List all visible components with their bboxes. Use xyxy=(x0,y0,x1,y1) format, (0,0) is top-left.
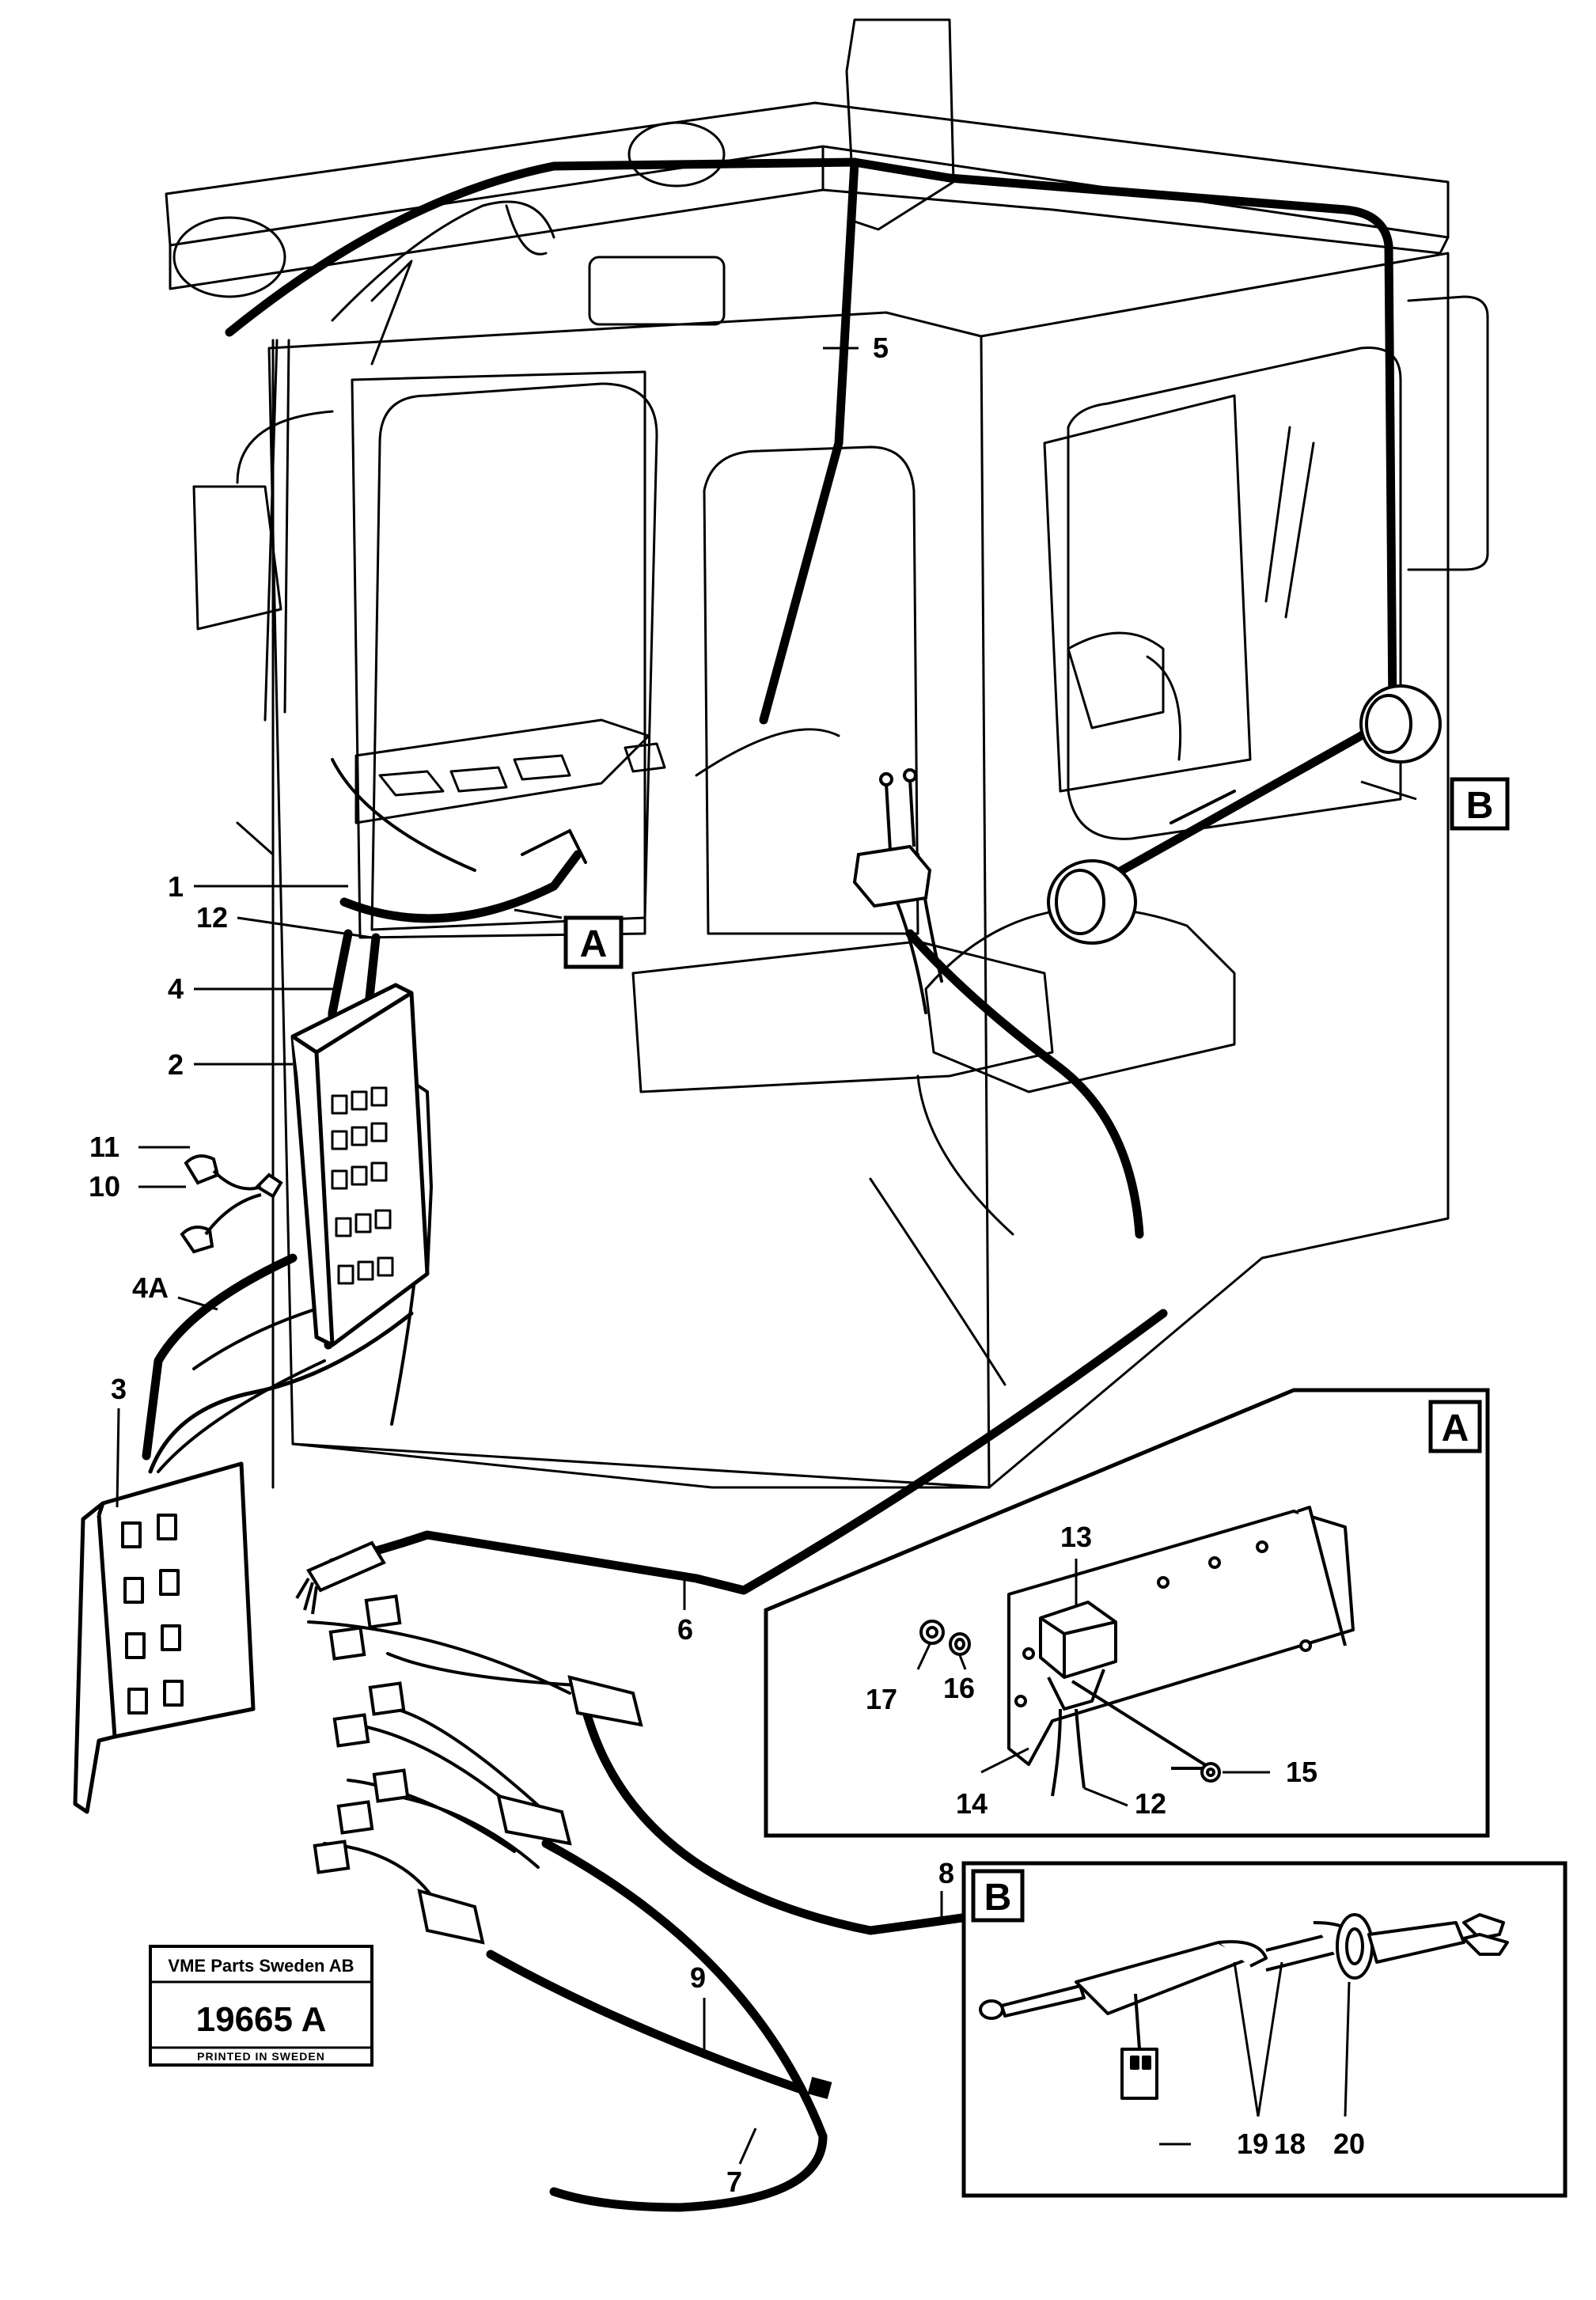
callout-19: 19 xyxy=(1237,2128,1268,2160)
harness-connectors xyxy=(295,1540,832,2099)
stamp-number: 19665 A xyxy=(196,2000,327,2039)
detail-marker-b-label: B xyxy=(1466,785,1494,827)
rear-lamps xyxy=(1047,684,1442,945)
callout-12: 12 xyxy=(196,901,228,934)
callout-8: 8 xyxy=(938,1857,954,1889)
callout-4a: 4A xyxy=(132,1271,169,1304)
callout-5: 5 xyxy=(873,332,889,364)
callout-7: 7 xyxy=(726,2165,742,2198)
detail-marker-a-label: A xyxy=(580,923,608,965)
fuse-box xyxy=(290,983,430,1347)
detail-b-title: B xyxy=(984,1877,1012,1919)
detail-marker-a-main: A xyxy=(563,915,624,969)
callout-12-detail: 12 xyxy=(1135,1787,1166,1820)
detail-a-title: A xyxy=(1442,1408,1469,1449)
leader-lines xyxy=(116,347,1417,2165)
callout-6: 6 xyxy=(677,1613,693,1646)
callout-11: 11 xyxy=(89,1131,119,1163)
callout-9: 9 xyxy=(690,1961,706,1994)
switch-connectors xyxy=(180,1154,283,1254)
callout-2: 2 xyxy=(168,1048,184,1081)
callout-1: 1 xyxy=(168,870,184,903)
callout-13: 13 xyxy=(1060,1521,1092,1553)
stamp-footer: PRINTED IN SWEDEN xyxy=(197,2050,325,2063)
callout-4: 4 xyxy=(168,972,184,1005)
callout-10: 10 xyxy=(89,1170,120,1203)
callout-3: 3 xyxy=(111,1373,127,1405)
callout-16: 16 xyxy=(943,1672,975,1704)
callout-numbers: 1 12 4 2 11 10 4A 3 5 6 8 9 7 xyxy=(89,332,954,2198)
detail-marker-b-main: B xyxy=(1450,777,1510,831)
cab-outline xyxy=(165,18,1489,1489)
mounting-bracket xyxy=(73,1461,256,1814)
relay-component xyxy=(852,768,932,908)
detail-b-panel: B 18 20 19 xyxy=(961,1861,1568,2198)
callout-14: 14 xyxy=(956,1787,988,1820)
detail-a-panel: A 13 17 16 14 12 15 xyxy=(764,1388,1490,1838)
parts-stamp: VME Parts Sweden AB 19665 A PRINTED IN S… xyxy=(149,1945,373,2067)
stamp-org: VME Parts Sweden AB xyxy=(168,1956,354,1976)
callout-15: 15 xyxy=(1286,1756,1317,1788)
callout-20: 20 xyxy=(1333,2128,1365,2160)
callout-17: 17 xyxy=(866,1683,897,1715)
callout-18: 18 xyxy=(1274,2128,1306,2160)
